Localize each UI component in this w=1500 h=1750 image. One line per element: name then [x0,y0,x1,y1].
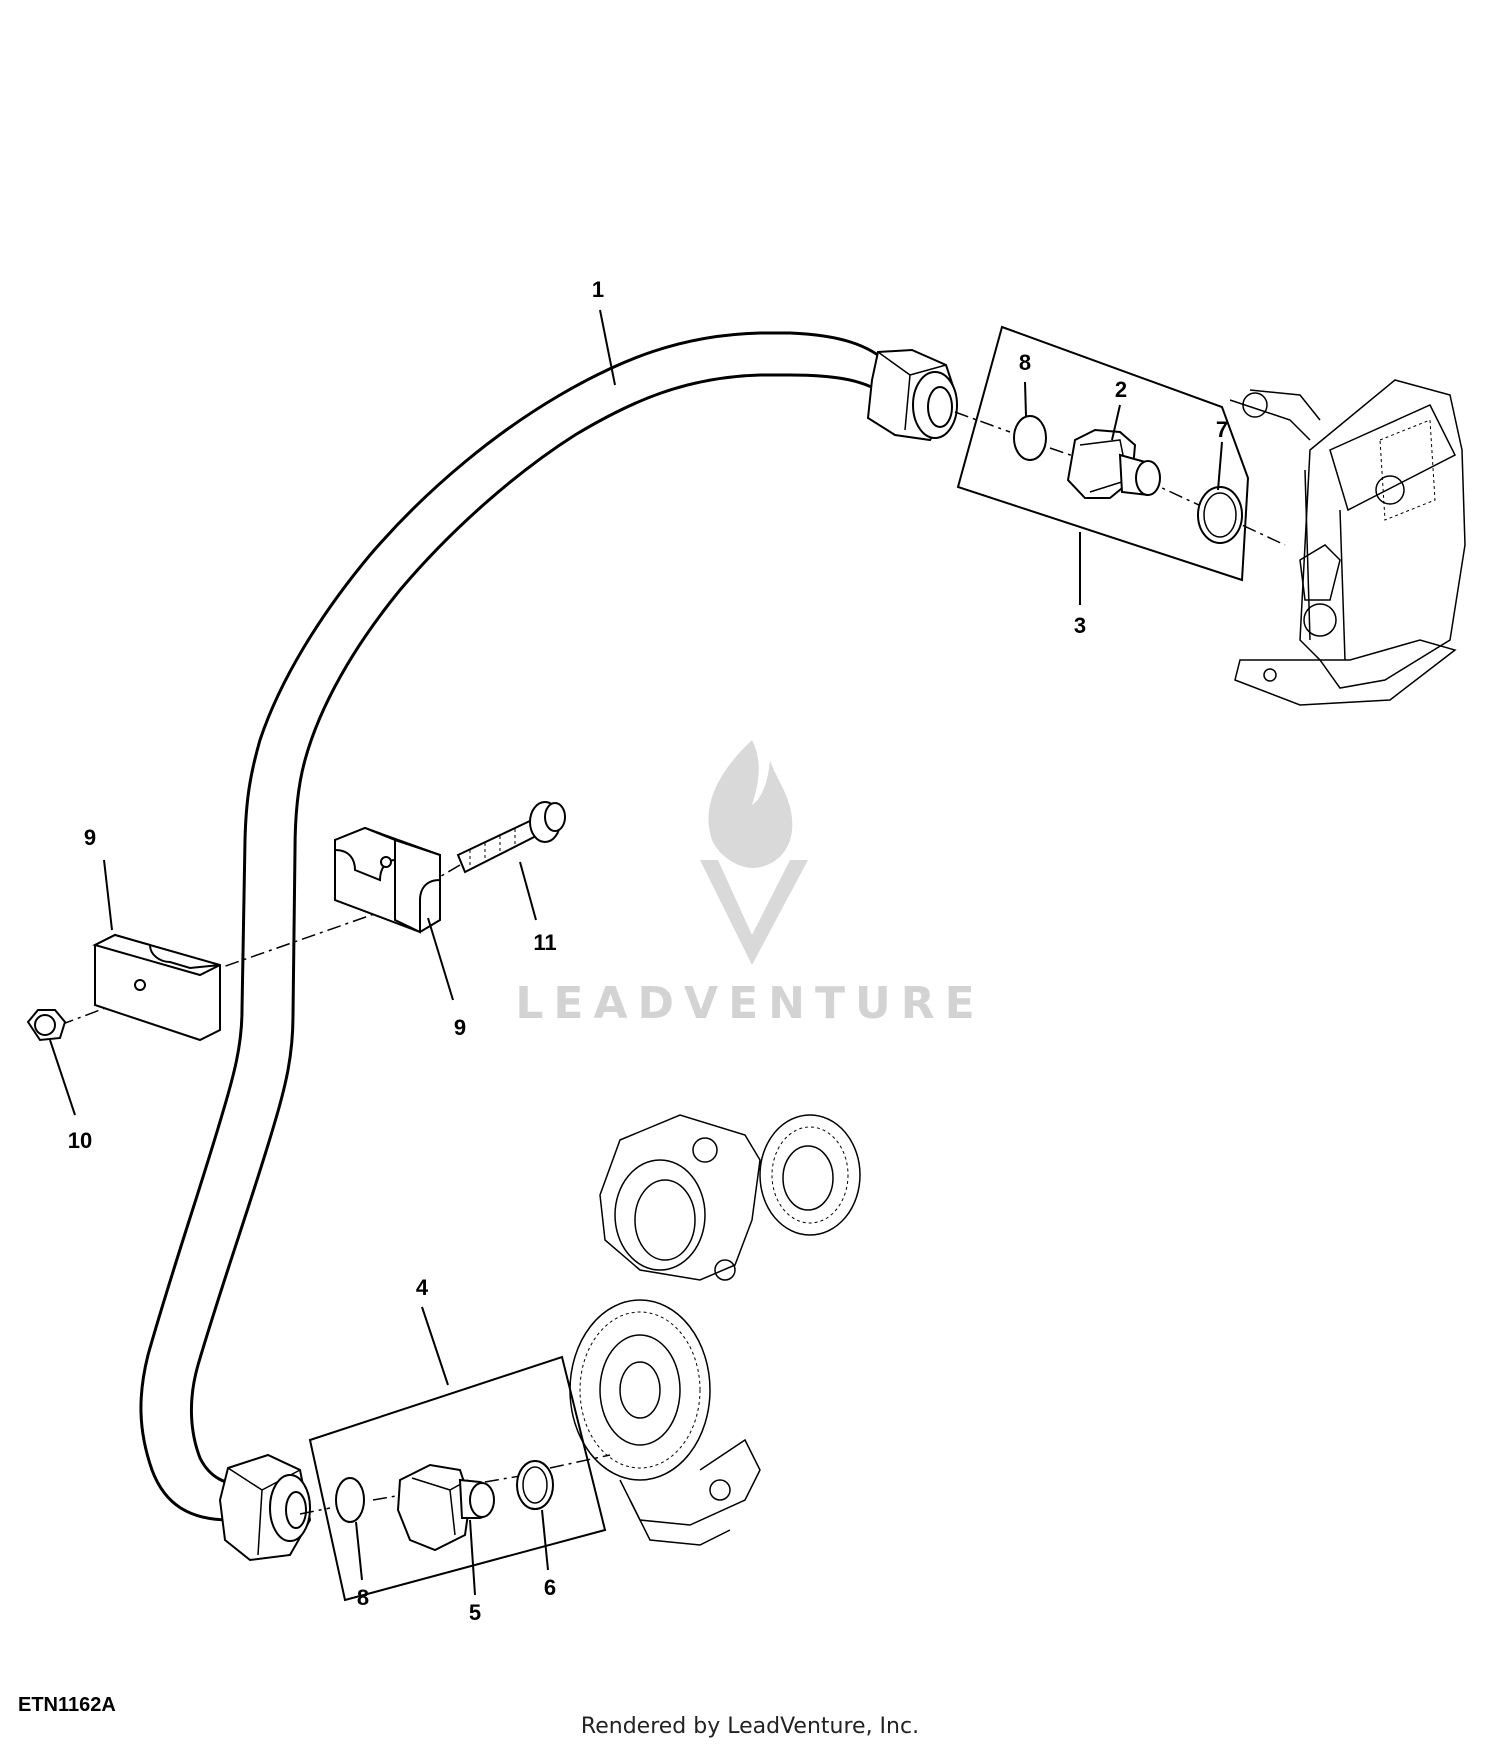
fitting-5 [396,1463,495,1552]
o-ring-6 [516,1460,554,1510]
callout-3: 3 [1074,613,1086,638]
lock-nut-10 [26,1009,67,1042]
watermark-logo: LEADVENTURE [515,740,984,1029]
chevron-icon [700,860,808,965]
callout-2: 2 [1115,377,1127,402]
callout-1: 1 [592,277,604,302]
hydraulic-tube [139,331,892,1522]
valve-housing [1229,379,1466,706]
callout-7: 7 [1216,417,1228,442]
callout-8-top: 8 [1019,350,1031,375]
callout-10: 10 [68,1128,92,1153]
drawing-code: ETN1162A [18,1694,116,1716]
callout-labels: 1 2 3 4 5 6 7 8 8 9 9 10 11 [68,277,1228,1625]
kit-box-lower [308,1355,607,1602]
callout-6: 6 [544,1575,556,1600]
tube-nut-lower [218,1453,312,1562]
clamp-half-right [334,826,441,934]
callout-5: 5 [469,1600,481,1625]
tube-nut-upper [866,348,958,442]
flame-icon [708,740,793,868]
clamp-half-left [92,933,221,1042]
leader-lines [49,309,1223,1596]
callout-11: 11 [533,930,556,955]
o-ring-7 [1197,486,1243,544]
o-ring-8-upper [1013,415,1047,461]
callout-9-right: 9 [454,1015,466,1040]
render-credit: Rendered by LeadVenture, Inc. [580,1714,920,1739]
kit-box-upper [956,325,1250,582]
watermark-text: LEADVENTURE [515,978,984,1029]
callout-8-bottom: 8 [357,1585,369,1610]
fitting-2 [1066,428,1161,499]
cap-screw-11 [456,801,566,874]
callout-9-left: 9 [84,825,96,850]
o-ring-8-lower [335,1477,365,1523]
pump-housing [569,1114,861,1546]
callout-4: 4 [416,1275,429,1300]
